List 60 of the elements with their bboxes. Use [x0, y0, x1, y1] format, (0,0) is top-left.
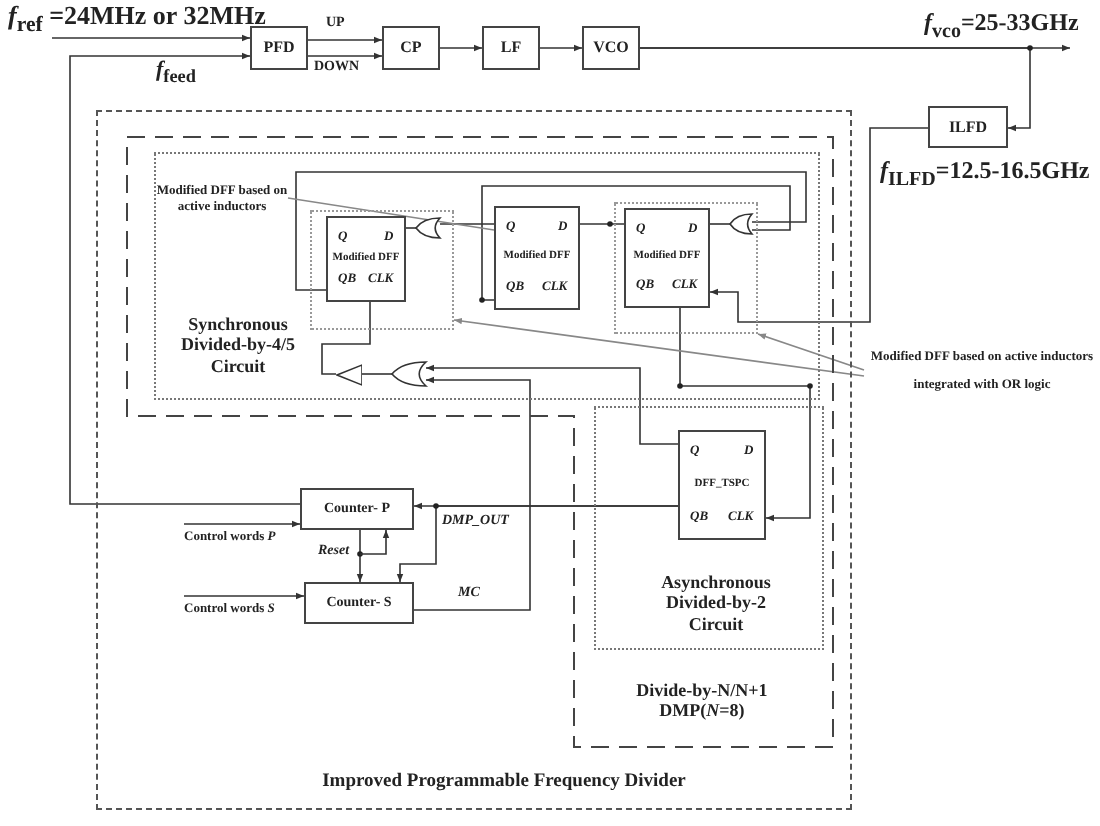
or-gate	[392, 362, 426, 386]
wire	[321, 301, 371, 375]
frequency-label: f$_{ILFD}$=12.5-16.5GHz	[880, 158, 1090, 191]
arrow	[307, 52, 383, 60]
arrow	[425, 364, 679, 445]
block-label: VCO	[591, 38, 631, 57]
flip-flop-block	[678, 430, 766, 540]
arrow	[679, 307, 811, 522]
region-title: Asynchronous Divided-by-2 Circuit	[659, 572, 773, 635]
process-box	[928, 106, 1008, 148]
arrow	[183, 520, 301, 528]
block-label: PFD	[261, 38, 297, 57]
wire	[439, 223, 495, 225]
region-title: Divide-by-N/N+1 DMP(N=8)	[634, 680, 770, 722]
highlight-frame	[310, 210, 454, 330]
arrow	[396, 505, 679, 583]
process-box	[304, 582, 414, 624]
block-label: CP	[398, 38, 424, 57]
leader-line	[757, 333, 865, 371]
wire	[709, 223, 731, 225]
buffer-symbol	[336, 364, 362, 386]
region-title: Synchronous Divided-by-4/5 Circuit	[178, 314, 297, 377]
wire	[481, 185, 791, 301]
arrow	[709, 127, 929, 323]
arrow	[69, 52, 301, 505]
region-title: Improved Programmable Frequency Divider	[320, 772, 688, 794]
dmp-boundary	[126, 136, 834, 748]
arrow	[307, 36, 383, 44]
leader-line	[453, 317, 865, 377]
arrow	[639, 47, 1031, 132]
arrow	[439, 44, 483, 52]
process-box	[382, 26, 440, 70]
arrow	[51, 34, 251, 42]
edge-label: f$_{ref}$ =24MHz or 32MHz	[8, 2, 266, 39]
block-label: ILFD	[946, 117, 990, 136]
wire	[361, 373, 393, 375]
circuit-boundary	[594, 406, 824, 650]
divider-boundary	[96, 110, 852, 810]
edge-label: f$_{vco}$=25-33GHz	[924, 10, 1079, 43]
process-box	[482, 26, 540, 70]
or-gate	[730, 214, 752, 234]
arrow	[356, 529, 364, 583]
edge-label: f$_{feed}$	[156, 58, 196, 87]
highlight-frame	[614, 202, 758, 334]
arrow	[183, 592, 305, 600]
arrow	[539, 44, 583, 52]
wire	[295, 171, 807, 291]
block-label: LF	[498, 38, 524, 57]
circuit-boundary	[154, 152, 820, 400]
flip-flop-block	[624, 208, 710, 308]
process-box	[300, 488, 414, 530]
flip-flop-block	[326, 216, 406, 302]
process-box	[250, 26, 308, 70]
flip-flop-block	[494, 206, 580, 310]
arrow	[413, 376, 531, 611]
wire	[405, 227, 417, 229]
wire	[579, 223, 625, 225]
leader-line	[287, 197, 495, 231]
process-box	[582, 26, 640, 70]
or-gate	[416, 218, 440, 238]
